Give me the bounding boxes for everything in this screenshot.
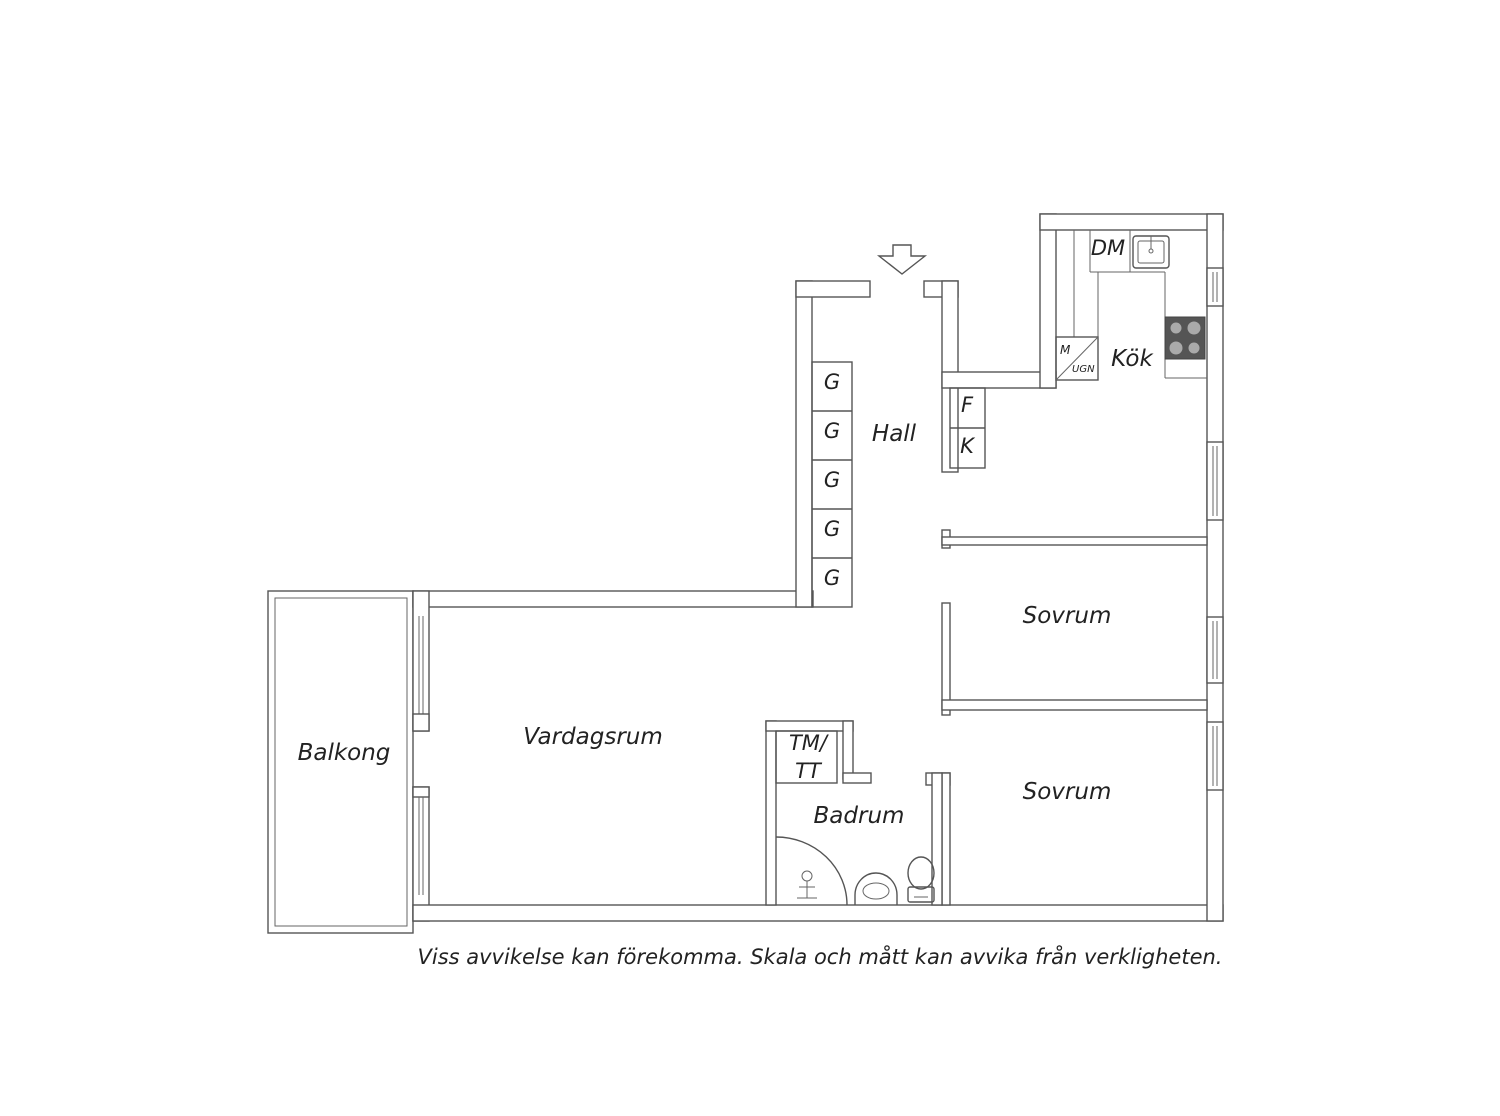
room-label-bathroom: Badrum [814,803,905,829]
dishwasher-label: DM [1091,236,1125,260]
oven-label: UGN [1072,364,1095,375]
room-label-bedroom: Sovrum [1023,603,1112,629]
room-label-living-room: Vardagsrum [523,724,663,750]
wardrobe-label: G [824,468,840,492]
bathroom-walls [765,720,943,906]
fridge-freezer [949,387,986,469]
stove-icon [1164,316,1206,360]
washer-label: TM/ [789,731,829,755]
right-windows [1206,267,1224,791]
room-label-kitchen: Kök [1111,346,1154,372]
wardrobe [811,361,853,608]
room-label-bedroom: Sovrum [1023,779,1112,805]
balcony-window-lower [412,786,430,895]
toilet-icon [907,856,935,903]
wardrobe-label: G [824,419,840,443]
oven [1055,336,1099,381]
bedroom-walls [925,529,1208,906]
freezer-label: K [960,434,976,458]
fridge-label: F [961,393,974,417]
dryer-label: TT [795,759,823,783]
microwave-label: M [1060,343,1071,357]
balcony [267,590,414,934]
wardrobe-label: G [824,370,840,394]
washer-dryer [775,730,838,784]
sink-icon [1132,235,1170,269]
entrance-arrow-icon [876,244,928,275]
living-room-walls [412,590,1224,922]
room-label-hall: Hall [872,421,917,447]
wardrobe-label: G [824,517,840,541]
washbasin-icon [854,872,898,905]
room-label-balcony: Balkong [298,740,391,766]
disclaimer-text: Viss avvikelse kan förekomma. Skala och … [418,944,1223,969]
balcony-window-upper [412,616,430,732]
shower-icon [775,836,848,906]
wardrobe-label: G [824,566,840,590]
